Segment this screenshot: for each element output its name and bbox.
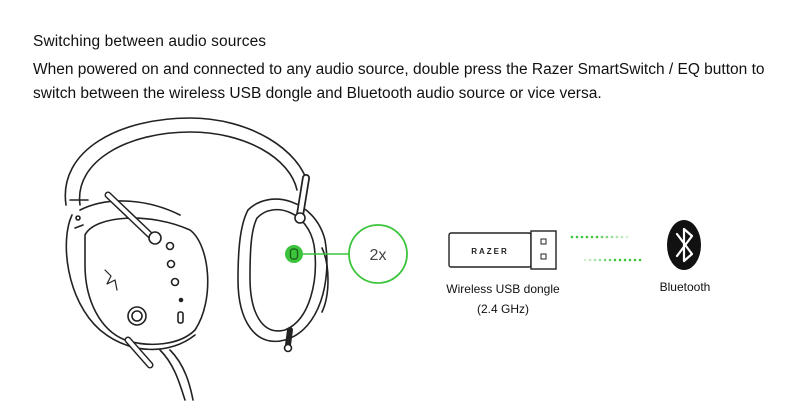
dongle-brand-text: RAZER [471, 247, 509, 256]
instruction-heading: Switching between audio sources [33, 33, 267, 50]
usb-dongle-icon: RAZER [448, 230, 557, 270]
headset-illustration [64, 117, 329, 401]
dongle-label: Wireless USB dongle (2.4 GHz) [428, 279, 578, 319]
dongle-label-line2: (2.4 GHz) [476, 302, 529, 316]
bluetooth-icon [667, 220, 701, 270]
callout-circle [348, 224, 408, 284]
instruction-paragraph: When powered on and connected to any aud… [33, 61, 765, 102]
smartswitch-button-icon [285, 245, 303, 263]
dongle-label-line1: Wireless USB dongle [446, 282, 560, 296]
double-press-label: 2x [370, 247, 387, 264]
bluetooth-label: Bluetooth [659, 280, 711, 294]
signal-dots [570, 235, 642, 262]
